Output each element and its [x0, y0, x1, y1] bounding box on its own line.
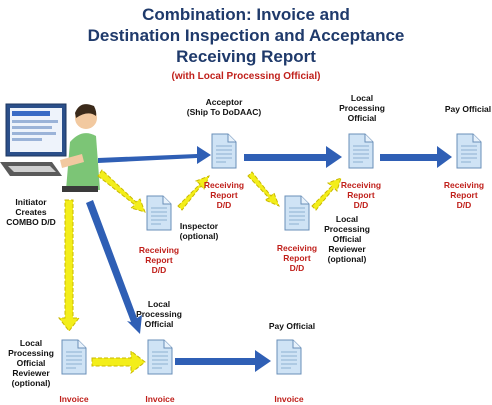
invoice-document-icon	[147, 339, 173, 375]
lpo-reviewer-mid-label: Local Processing Official Reviewer (opti…	[324, 214, 370, 264]
acceptor-label: Acceptor (Ship To DoDAAC)	[186, 97, 262, 117]
initiator-label: Initiator Creates COMBO D/D	[6, 197, 56, 227]
arrow-acceptor-to-lpo-reviewer	[247, 171, 280, 207]
receiving-report-caption-acceptor: Receiving Report D/D	[203, 180, 245, 210]
arrow-initiator-to-inspector	[97, 169, 146, 213]
lpo-bottom-label: Local Processing Official	[136, 299, 182, 329]
receiving-report-caption-lpo-reviewer: Receiving Report D/D	[276, 243, 318, 273]
invoice-caption-pay-official: Invoice	[274, 394, 304, 404]
receiving-report-caption-inspector: Receiving Report D/D	[138, 245, 180, 275]
page-subtitle: (with Local Processing Official)	[171, 71, 321, 82]
arrow-lpo-to-pay-official	[380, 146, 452, 168]
title-line-2: Destination Inspection and Acceptance	[87, 26, 405, 45]
invoice-document-icon	[61, 339, 87, 375]
initiator-person-icon	[60, 104, 100, 192]
receiving-report-caption-lpo: Receiving Report D/D	[340, 180, 382, 210]
receiving-report-document-icon	[456, 133, 482, 169]
pay-official-top-label: Pay Official	[444, 104, 492, 114]
arrow-inspector-to-acceptor	[177, 175, 210, 211]
pay-official-bottom-label: Pay Official	[268, 321, 316, 331]
title-line-1: Combination: Invoice and	[142, 5, 350, 24]
arrow-acceptor-to-lpo	[244, 146, 342, 168]
initiator-computer-icon	[0, 103, 67, 176]
receiving-report-document-icon	[348, 133, 374, 169]
invoice-caption-lpo-reviewer: Invoice	[59, 394, 89, 404]
dashed-arrows	[57, 169, 342, 375]
invoice-caption-lpo: Invoice	[145, 394, 175, 404]
lpo-top-label: Local Processing Official	[339, 93, 385, 123]
inspector-label: Inspector (optional)	[179, 221, 219, 241]
arrow-initiator-to-lpo-bottom	[86, 200, 142, 334]
arrow-initiator-to-lpo-reviewer-bottom	[57, 199, 81, 332]
lpo-reviewer-bottom-label: Local Processing Official Reviewer (opti…	[8, 338, 54, 388]
receiving-report-caption-pay-official: Receiving Report D/D	[443, 180, 485, 210]
solid-arrows	[86, 146, 452, 372]
arrow-lpo-reviewer-to-lpo	[311, 177, 342, 211]
invoice-document-icon	[276, 339, 302, 375]
title-line-3: Receiving Report	[176, 47, 316, 66]
page-title: Combination: Invoice and Destination Ins…	[0, 4, 492, 67]
receiving-report-document-icon	[211, 133, 237, 169]
arrow-lpo-bottom-to-pay-official	[175, 350, 271, 372]
receiving-report-document-icon	[146, 195, 172, 231]
arrow-lpo-reviewer-to-lpo-bottom	[91, 349, 146, 375]
receiving-report-document-icon	[284, 195, 310, 231]
arrow-initiator-to-acceptor	[98, 146, 211, 164]
